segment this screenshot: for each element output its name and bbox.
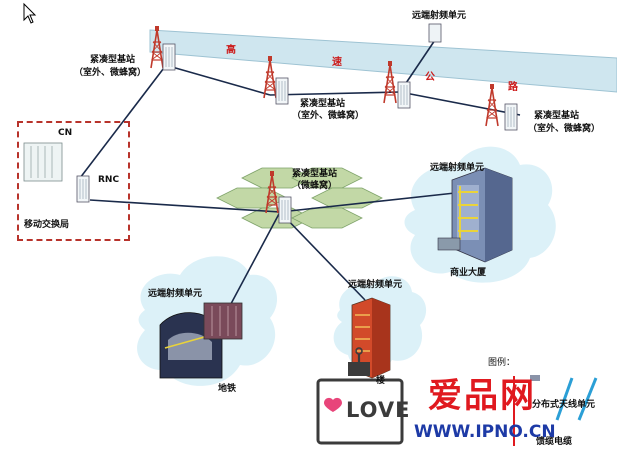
legend-swatch bbox=[530, 375, 540, 381]
building-label: 商业大厦 bbox=[450, 268, 487, 278]
bts-center-label-sub: （微蜂窝） bbox=[292, 181, 338, 191]
mobile-office-box bbox=[17, 121, 130, 241]
love-logo-icon bbox=[316, 347, 404, 445]
bts-label-sub: （室外、微蜂窝） bbox=[74, 68, 147, 78]
links bbox=[79, 39, 521, 316]
bts-cabinet-icon bbox=[275, 77, 289, 105]
rru-label: 远端射频单元 bbox=[412, 11, 467, 21]
rru-icon bbox=[428, 23, 442, 43]
bts-label-sub: （室外、微蜂窝） bbox=[528, 124, 601, 134]
highway-char: 高 bbox=[226, 45, 237, 56]
rnc-label: RNC bbox=[98, 175, 120, 185]
metro-label: 地铁 bbox=[218, 384, 237, 394]
building-icon bbox=[437, 167, 513, 263]
legend-item: 分布式天线单元 bbox=[532, 400, 596, 410]
cn-rack-icon bbox=[23, 142, 63, 182]
highway-char: 路 bbox=[508, 82, 519, 93]
cn-label: CN bbox=[58, 128, 73, 138]
highway-char: 速 bbox=[332, 57, 343, 68]
bts-label: 紧凑型基站 bbox=[90, 55, 136, 65]
bts-cabinet-icon bbox=[397, 81, 411, 109]
tower-icon bbox=[485, 83, 499, 127]
bts-cabinet-icon bbox=[278, 196, 292, 224]
bts-center-label: 紧凑型基站 bbox=[292, 169, 338, 179]
mobile-office-label: 移动交换局 bbox=[24, 220, 70, 230]
bts-label: 紧凑型基站 bbox=[300, 99, 346, 109]
bts-label-sub: （室外、微蜂窝） bbox=[292, 111, 365, 121]
highway-band bbox=[149, 29, 617, 93]
bts-cabinet-icon bbox=[162, 43, 176, 71]
metro-icon bbox=[159, 302, 243, 379]
tower-building-icon bbox=[351, 297, 391, 379]
rru-building-label: 远端射频单元 bbox=[430, 163, 485, 173]
cursor-icon bbox=[23, 2, 37, 24]
rru-metro-label: 远端射频单元 bbox=[148, 289, 203, 299]
logo-text: LOVE bbox=[346, 398, 411, 422]
bts-cabinet-icon bbox=[504, 103, 518, 131]
rru-bottom-label: 远端射频单元 bbox=[348, 280, 403, 290]
bts-label: 紧凑型基站 bbox=[534, 111, 580, 121]
legend-title: 图例： bbox=[488, 358, 516, 368]
brand-watermark: 爱品网 bbox=[428, 376, 536, 416]
legend-item: 馈缆电缆 bbox=[536, 437, 573, 447]
highway-char: 公 bbox=[425, 72, 436, 83]
bottom-partial-label: 楼 bbox=[376, 376, 386, 386]
url-watermark: WWW.IPNO.CN bbox=[414, 422, 556, 442]
